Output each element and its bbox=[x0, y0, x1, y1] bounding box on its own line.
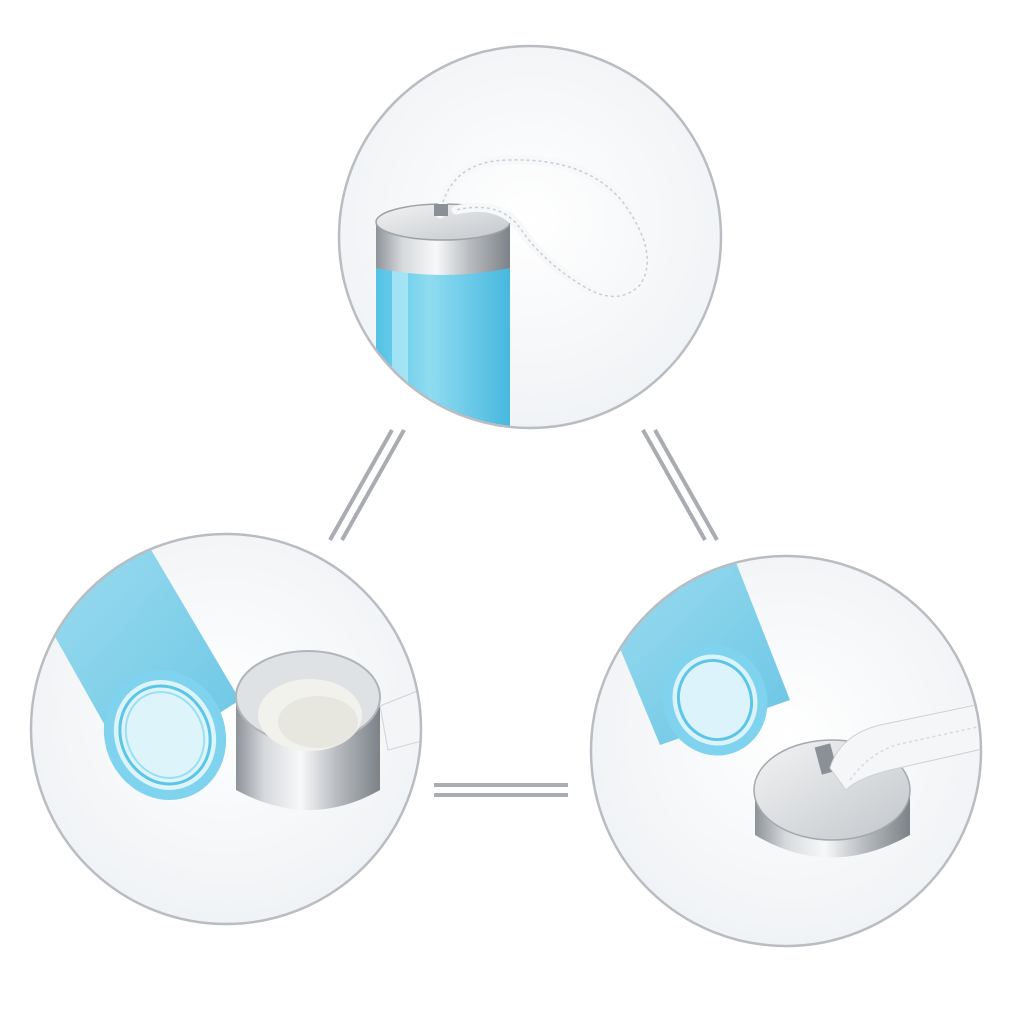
connector-top-right bbox=[641, 429, 719, 541]
connector-top-left bbox=[328, 429, 406, 541]
panel-bottom-left-open-bottle-cap-interior bbox=[29, 532, 423, 926]
panel-bottom-right-open-bottle-cap-top bbox=[589, 554, 983, 948]
connector-bottom bbox=[434, 783, 568, 797]
panel-top-bottle-cap-strap bbox=[337, 44, 723, 430]
strap bbox=[829, 699, 981, 791]
strap bbox=[379, 689, 421, 751]
